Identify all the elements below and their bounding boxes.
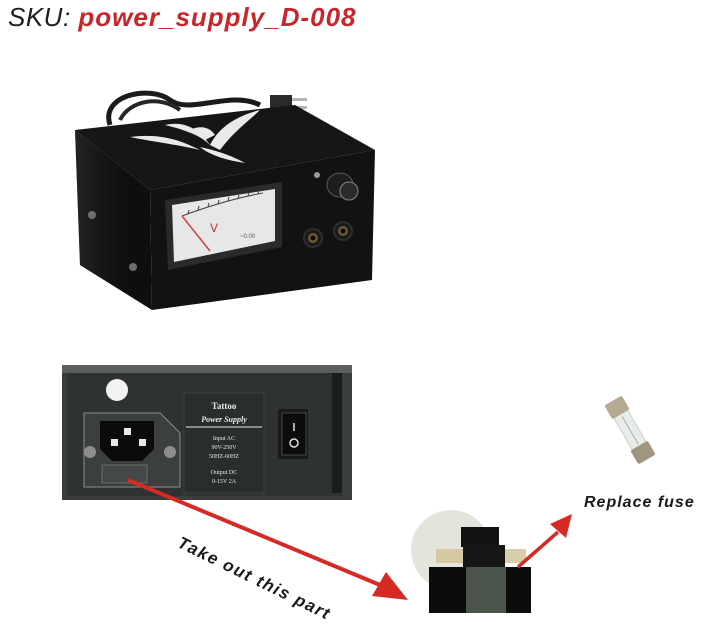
svg-text:0-15V 2A: 0-15V 2A (212, 479, 237, 485)
svg-text:V: V (210, 221, 218, 235)
replace-fuse-arrowhead-icon (550, 514, 572, 538)
take-out-arrowhead-icon (372, 572, 408, 600)
svg-text:Power Supply: Power Supply (201, 415, 247, 424)
sku-heading: SKU: power_supply_D-008 (8, 2, 357, 32)
svg-text:Tattoo: Tattoo (212, 401, 237, 411)
take-out-arrow (127, 478, 381, 587)
svg-text:~0.00: ~0.00 (240, 234, 256, 240)
replace-fuse-caption: Replace fuse (584, 494, 695, 511)
svg-text:90V-250V: 90V-250V (211, 445, 237, 451)
fuse-holder-photo (411, 505, 531, 615)
svg-text:50HZ-60HZ: 50HZ-60HZ (209, 454, 239, 460)
sku-value: power_supply_D-008 (78, 2, 357, 32)
product-front-photo: V ~0.00 (60, 85, 390, 315)
sku-label: SKU: (8, 2, 71, 32)
meter-needle (181, 215, 211, 252)
rear-panel-photo: Tattoo Power Supply Input AC 90V-250V 50… (62, 365, 352, 500)
svg-text:Output DC: Output DC (211, 470, 238, 476)
svg-text:Input AC: Input AC (213, 436, 235, 442)
power-inlet (100, 421, 154, 461)
replace-fuse-arrow (516, 530, 560, 569)
fuse-photo (595, 390, 665, 470)
fuse-drawer (101, 464, 148, 484)
tribal-logo-icon (130, 110, 260, 163)
voltmeter-face (172, 189, 275, 262)
